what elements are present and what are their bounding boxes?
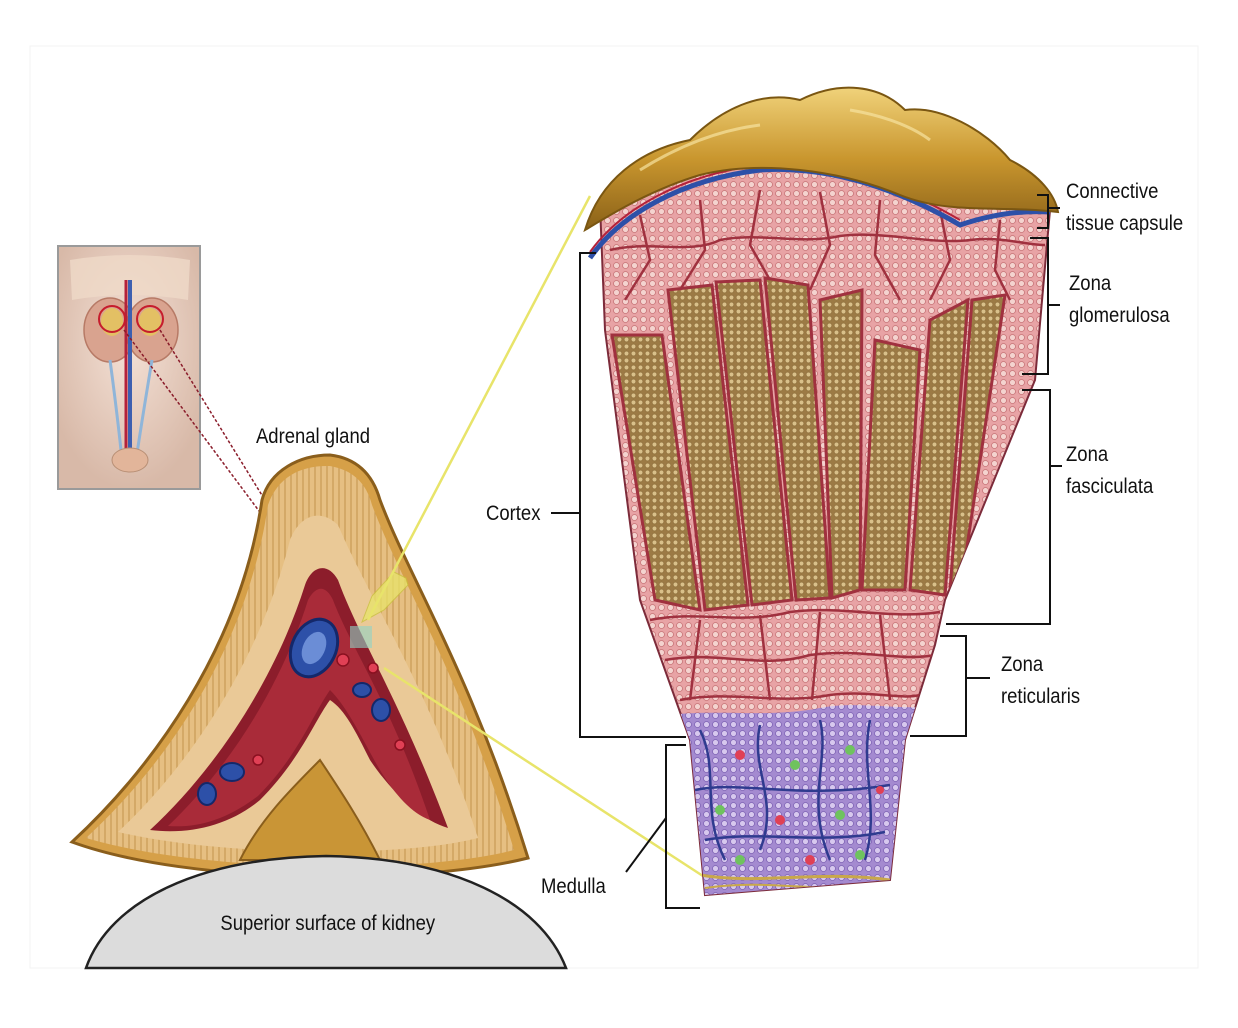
medulla-chromaffin-clusters <box>715 745 884 865</box>
label-connective-tissue-capsule-line1: Connective <box>1066 180 1159 203</box>
reticularis-bracket <box>910 635 967 737</box>
cortex-medulla-section <box>583 86 1060 897</box>
label-zona-reticularis-line1: Zona <box>1001 653 1044 676</box>
label-cortex: Cortex <box>486 502 541 525</box>
label-zona-fasciculata-line1: Zona <box>1066 443 1109 466</box>
label-connective-tissue-capsule-line2: tissue capsule <box>1066 212 1184 235</box>
label-brackets <box>551 194 1062 909</box>
fasciculata-columns <box>610 276 1007 612</box>
label-zona-glomerulosa-line1: Zona <box>1069 272 1112 295</box>
body-overview-inset <box>57 245 201 490</box>
medulla-bracket <box>665 744 700 909</box>
label-zona-fasciculata-line2: fasciculata <box>1066 475 1154 498</box>
callout-lines <box>366 195 707 880</box>
inset-connector-lines <box>123 329 269 516</box>
label-zona-reticularis-line2: reticularis <box>1001 685 1081 708</box>
reticularis-septa <box>649 608 941 702</box>
glomerulosa-septa <box>609 189 1046 301</box>
kidney-superior-surface <box>84 854 568 970</box>
label-superior-surface-of-kidney: Superior surface of kidney <box>220 912 436 935</box>
adrenal-gland-illustration <box>69 453 530 879</box>
label-medulla: Medulla <box>541 875 606 898</box>
medulla-vessels <box>694 719 891 861</box>
label-zona-glomerulosa-line2: glomerulosa <box>1069 304 1170 327</box>
capsule-bracket <box>1037 194 1049 229</box>
label-adrenal-gland: Adrenal gland <box>255 425 371 448</box>
cortex-bracket <box>579 252 686 738</box>
fasciculata-bracket <box>946 389 1051 625</box>
